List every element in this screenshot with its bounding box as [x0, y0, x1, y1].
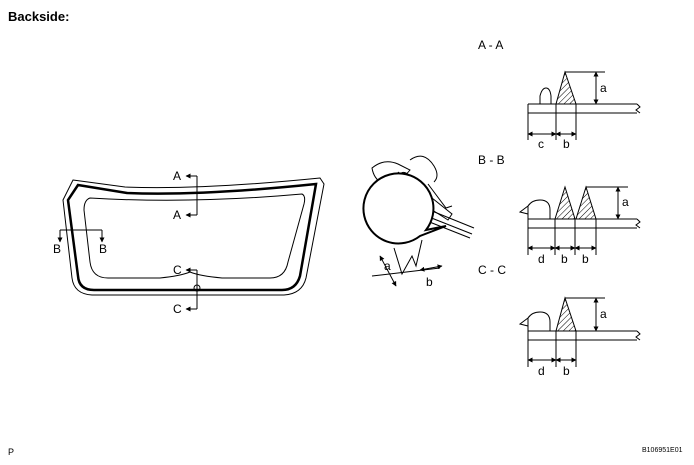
marker-a-top: A	[173, 169, 181, 183]
bb-dim-d: d	[538, 252, 545, 266]
section-cc-drawing	[518, 296, 641, 367]
back-window	[62, 177, 325, 296]
marker-c-top: C	[173, 263, 182, 277]
section-bb-drawing	[518, 185, 641, 255]
page-title: Backside:	[8, 9, 69, 24]
figure-code: B106951E01	[642, 447, 683, 454]
section-marker-a	[185, 173, 198, 218]
detail-magnifier	[362, 172, 447, 287]
section-title-bb: B - B	[478, 153, 505, 167]
aa-dim-c: c	[538, 137, 544, 151]
marker-a-bottom: A	[173, 208, 181, 222]
bb-dim-b1: b	[561, 252, 568, 266]
corner-letter: P	[8, 447, 14, 457]
bb-dim-b2: b	[582, 252, 589, 266]
detail-label-b: b	[426, 275, 433, 289]
section-aa-drawing	[527, 70, 641, 140]
section-title-cc: C - C	[478, 263, 506, 277]
detail-label-a: a	[384, 259, 391, 273]
section-title-aa: A - A	[478, 38, 503, 52]
marker-b-left: B	[53, 242, 61, 256]
cc-dim-b: b	[563, 364, 570, 378]
cc-dim-d: d	[538, 364, 545, 378]
aa-dim-a: a	[600, 81, 607, 95]
section-marker-b	[57, 229, 105, 243]
aa-dim-b: b	[563, 137, 570, 151]
marker-b-right: B	[99, 242, 107, 256]
section-marker-c	[185, 267, 198, 312]
marker-c-bottom: C	[173, 302, 182, 316]
cc-dim-a: a	[600, 307, 607, 321]
bb-dim-a: a	[622, 195, 629, 209]
